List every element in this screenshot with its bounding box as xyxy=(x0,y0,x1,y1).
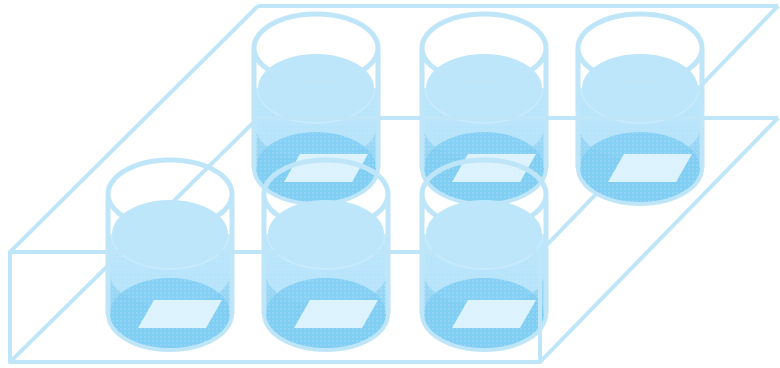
cover-slip xyxy=(452,300,536,328)
liquid-surface xyxy=(112,200,228,268)
liquid-surface xyxy=(582,54,698,122)
well-base-outline xyxy=(576,167,704,206)
liquid-surface xyxy=(268,200,384,268)
liquid-surface xyxy=(426,54,542,122)
cover-slip xyxy=(608,154,692,182)
liquid-surface xyxy=(258,54,374,122)
plate-left-top-edge xyxy=(8,4,260,254)
plate-frame-front xyxy=(8,250,542,364)
cover-slip xyxy=(294,300,378,328)
well-back-right xyxy=(575,11,705,206)
well-base-outline xyxy=(262,313,390,352)
well-base-outline xyxy=(106,313,234,352)
wells-back-row xyxy=(251,11,705,206)
well-front-left xyxy=(105,157,235,352)
cover-slip xyxy=(138,300,222,328)
well-back-middle xyxy=(419,11,549,206)
plate-right-bottom-edge xyxy=(538,116,780,364)
plate-front-face xyxy=(8,250,542,364)
liquid-surface xyxy=(426,200,542,268)
